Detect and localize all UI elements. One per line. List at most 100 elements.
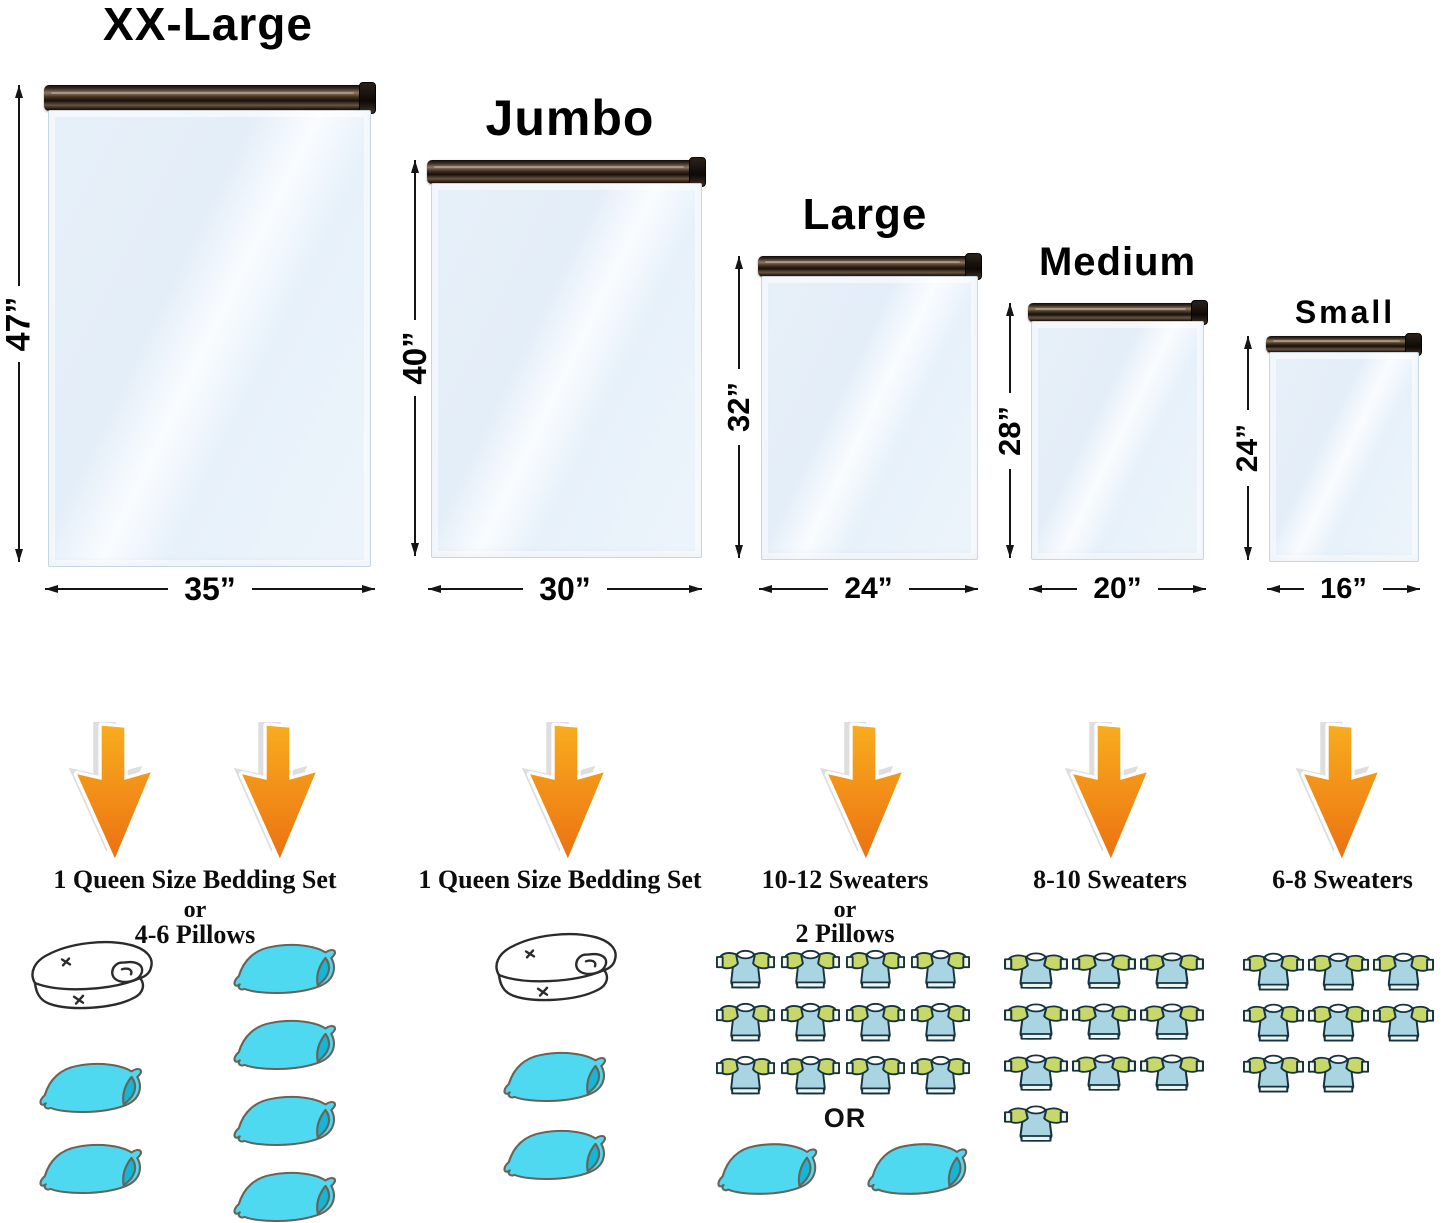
sweater-icon (781, 1051, 840, 1099)
pillow-icons-xxlarge-right (226, 936, 348, 1223)
sweater-icon (1140, 948, 1204, 993)
vacuum-bag-jumbo (431, 183, 702, 558)
pillow-icon (232, 1012, 343, 1074)
sweater-icon (1308, 1050, 1369, 1097)
pillow-icon (232, 1088, 343, 1150)
height-dimension-jumbo: 40” (396, 160, 433, 556)
dimension-line (1006, 468, 1014, 558)
pillow-stack (472, 1044, 642, 1184)
height-dimension-label: 32” (721, 382, 756, 432)
arrowhead-left (428, 585, 441, 593)
bag-title-large: Large (802, 190, 928, 239)
capacity-label-medium: 8-10 Sweaters (1033, 865, 1187, 894)
arrowhead-left (759, 585, 772, 593)
arrowhead-down (1244, 547, 1252, 560)
width-dimension-jumbo: 30” (428, 566, 702, 612)
arrowhead-right (1407, 585, 1421, 593)
arrowhead-down (1006, 545, 1014, 558)
arrowhead-right (965, 585, 978, 593)
arrowhead-down (735, 545, 743, 558)
capacity-label-large-line3: 2 Pillows (795, 919, 895, 948)
sweater-icon (1140, 1050, 1204, 1095)
sweater-icon (716, 1051, 775, 1099)
dimension-line (1006, 303, 1014, 393)
height-dimension-label: 47” (0, 296, 38, 351)
zipper-bar (1028, 300, 1208, 325)
capacity-arrow-medium (1060, 722, 1158, 862)
dimension-line (411, 396, 419, 556)
sweater-icon (911, 998, 970, 1046)
bag-title-jumbo: Jumbo (485, 90, 655, 146)
sweater-icon (781, 998, 840, 1046)
capacity-arrow-large (815, 722, 913, 862)
capacity-label-xxlarge-line1: 1 Queen Size Bedding Set (53, 865, 337, 894)
sweater-icon (1072, 948, 1136, 993)
dimension-line (45, 585, 169, 593)
width-dimension-label: 16” (1320, 572, 1367, 605)
arrowhead-down (411, 543, 419, 556)
capacity-label-small: 6-8 Sweaters (1272, 865, 1413, 894)
height-dimension-label: 40” (396, 331, 433, 385)
capacity-label-large-or: or (833, 897, 857, 923)
capacity-label-jumbo: 1 Queen Size Bedding Set (418, 865, 702, 894)
pillow-stack (14, 1055, 172, 1198)
dimension-line (1244, 486, 1252, 560)
width-dimension-xxlarge: 35” (45, 566, 375, 612)
orange-down-arrow-icon (517, 722, 615, 862)
pillow-icon (232, 1164, 343, 1223)
height-dimension-label: 28” (992, 405, 1027, 456)
dimension-line (15, 85, 23, 286)
arrowhead-up (15, 85, 23, 98)
vacuum-bag-small (1269, 352, 1419, 562)
pillow-icon (866, 1135, 974, 1199)
width-dimension-label: 24” (844, 572, 893, 605)
orange-down-arrow-icon (815, 722, 913, 862)
sweater-icon (1004, 999, 1068, 1044)
pillow-icon (232, 936, 343, 998)
sweater-icon (716, 945, 775, 993)
arrowhead-right (362, 585, 375, 593)
pillow-icon (38, 1136, 149, 1198)
pillow-icon (38, 1055, 149, 1117)
comforter-stack (14, 936, 172, 1036)
sweater-icon (846, 945, 905, 993)
orange-down-arrow-icon (64, 722, 162, 862)
dimension-line (411, 160, 419, 320)
arrowhead-right (1193, 585, 1206, 593)
sweater-grid-small (1243, 948, 1434, 1101)
dimension-line (1382, 585, 1421, 593)
pillow-icon (716, 1135, 824, 1199)
sweater-icon (1072, 1050, 1136, 1095)
capacity-label-xxlarge-or: or (183, 897, 207, 923)
zipper-bar (427, 157, 706, 187)
vacuum-bag-large (761, 276, 978, 560)
bedding-icons-xxlarge-left (14, 936, 172, 1217)
capacity-label-large-line1: 10-12 Sweaters (761, 865, 929, 894)
dimension-line (759, 585, 829, 593)
sweater-icon (1140, 999, 1204, 1044)
arrowhead-left (1029, 585, 1042, 593)
arrowhead-right (689, 585, 702, 593)
sweater-icon (781, 945, 840, 993)
sweater-icon (1373, 999, 1434, 1046)
width-dimension-label: 20” (1093, 572, 1142, 605)
comforter-stack (472, 928, 642, 1028)
capacity-arrow-small (1291, 722, 1389, 862)
pillow-icons-large (690, 1135, 1000, 1199)
arrowhead-left (1267, 585, 1280, 593)
sweater-icon (1072, 999, 1136, 1044)
height-dimension-label: 24” (1231, 423, 1264, 473)
bedding-icons-jumbo (472, 928, 642, 1200)
sweater-icon (716, 998, 775, 1046)
pillow-icon (502, 1044, 613, 1106)
sweater-icon (1373, 948, 1434, 995)
or-label-large: OR (823, 1103, 867, 1133)
arrowhead-left (45, 585, 58, 593)
orange-down-arrow-icon (1060, 722, 1158, 862)
arrowhead-up (411, 160, 419, 173)
zipper-bar (1266, 333, 1422, 356)
height-dimension-medium: 28” (992, 303, 1028, 558)
bag-title-xxlarge: XX-Large (103, 0, 313, 50)
dimension-line (908, 585, 978, 593)
